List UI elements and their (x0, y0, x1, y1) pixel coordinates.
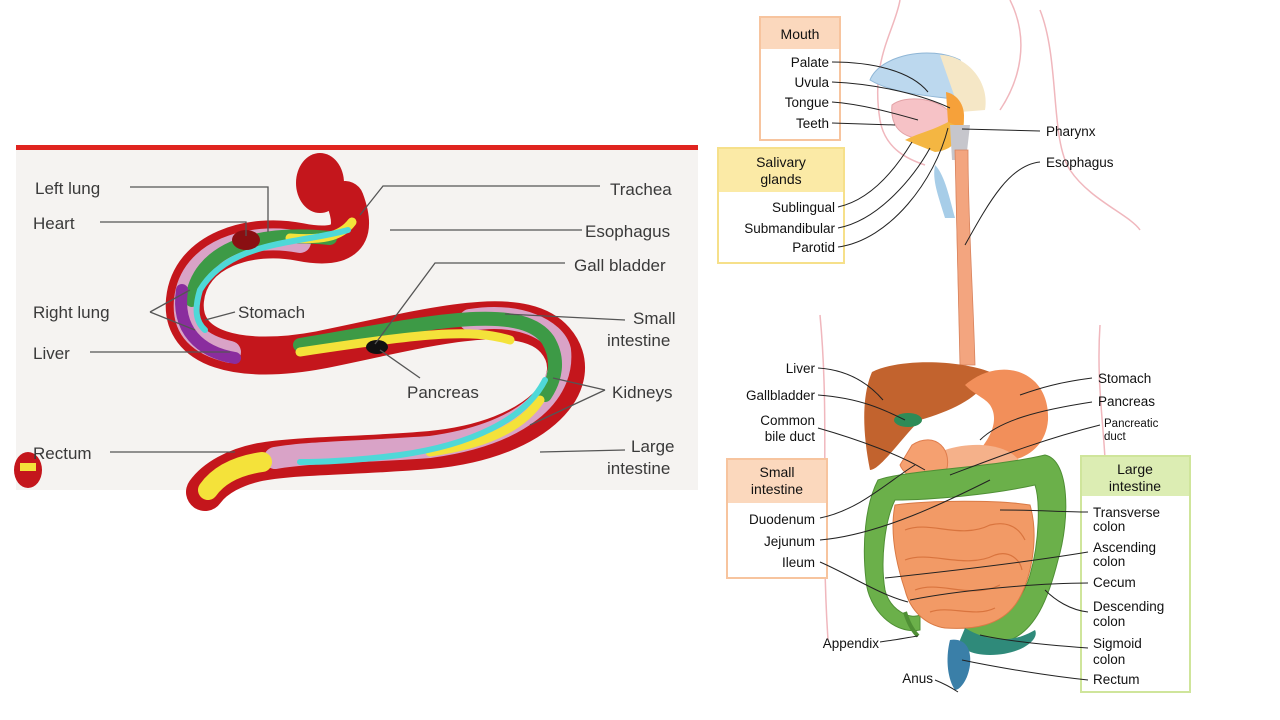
snake-label-kidneys: Kidneys (612, 383, 672, 402)
label-common-bile-duct-1: Common (760, 413, 815, 428)
label-sigmoid-colon-1: Sigmoid (1093, 636, 1142, 651)
label-ascending-colon-1: Ascending (1093, 540, 1156, 555)
snake-label-gall-bladder: Gall bladder (574, 256, 666, 275)
snake-label-small-intestine-2: intestine (607, 331, 670, 350)
label-esophagus: Esophagus (1046, 155, 1114, 170)
label-tongue: Tongue (785, 95, 829, 110)
mouth-box: Mouth (759, 16, 841, 141)
rectum-shape (947, 639, 971, 690)
salivary-header-1: Salivary (756, 154, 806, 170)
liver-shape (864, 362, 990, 470)
snake-label-small-intestine-1: Small (633, 309, 676, 328)
salivary-header-2: glands (760, 171, 801, 187)
snake-label-pancreas: Pancreas (407, 383, 479, 402)
nasal-area (940, 55, 986, 112)
snake-label-trachea: Trachea (610, 180, 672, 199)
label-pancreas: Pancreas (1098, 394, 1155, 409)
snake-panel-top-border (16, 145, 698, 150)
trachea-shape (934, 165, 955, 218)
snake-heart (232, 230, 260, 250)
snake-head (296, 153, 344, 213)
snake-tail-yellow (198, 452, 272, 500)
label-pancreatic-duct-1: Pancreatic (1104, 418, 1159, 430)
label-duodenum: Duodenum (749, 512, 815, 527)
gallbladder-shape (894, 413, 922, 427)
label-descending-colon-2: colon (1093, 614, 1125, 629)
human-digestive-diagram: Mouth Salivary glands Small intestine La… (717, 0, 1191, 693)
snake-label-right-lung: Right lung (33, 303, 110, 322)
snake-label-stomach: Stomach (238, 303, 305, 322)
snake-label-large-intestine-1: Large (631, 437, 674, 456)
label-palate: Palate (791, 55, 829, 70)
large-intestine-box: Large intestine (1080, 455, 1191, 693)
label-descending-colon-1: Descending (1093, 599, 1164, 614)
label-uvula: Uvula (794, 75, 829, 90)
label-transverse-colon-2: colon (1093, 519, 1125, 534)
label-liver: Liver (786, 361, 816, 376)
appendix-shape (903, 611, 920, 638)
label-transverse-colon-1: Transverse (1093, 505, 1160, 520)
large-intestine-header-1: Large (1117, 461, 1153, 477)
label-cecum: Cecum (1093, 575, 1136, 590)
snake-label-esophagus: Esophagus (585, 222, 670, 241)
label-teeth: Teeth (796, 116, 829, 131)
label-pancreatic-duct-2: duct (1104, 431, 1127, 443)
snake-tail-left-yellow (20, 463, 36, 471)
label-anus: Anus (902, 671, 933, 686)
label-sublingual: Sublingual (772, 200, 835, 215)
snake-label-liver: Liver (33, 344, 70, 363)
mouth-gland-orange (946, 92, 965, 128)
label-stomach: Stomach (1098, 371, 1151, 386)
human-leader-lines (817, 61, 1101, 693)
label-rectum: Rectum (1093, 672, 1140, 687)
salivary-box: Salivary glands (717, 147, 845, 264)
sigmoid-colon-shape (960, 628, 1036, 655)
snake-label-heart: Heart (33, 214, 75, 233)
label-ascending-colon-2: colon (1093, 554, 1125, 569)
small-intestine-header-1: Small (759, 464, 794, 480)
small-intestine-box: Small intestine (726, 458, 828, 579)
label-gallbladder: Gallbladder (746, 388, 816, 403)
label-sigmoid-colon-2: colon (1093, 652, 1125, 667)
snake-label-left-lung: Left lung (35, 179, 100, 198)
mouth-header: Mouth (781, 26, 820, 42)
small-intestine-header-2: intestine (751, 481, 803, 497)
snake-body-cyan (193, 227, 548, 465)
snake-label-large-intestine-2: intestine (607, 459, 670, 478)
snake-body-purple (175, 284, 241, 364)
label-ileum: Ileum (782, 555, 815, 570)
label-submandibular: Submandibular (744, 221, 835, 236)
snake-leader-lines (90, 185, 626, 453)
snake-label-rectum: Rectum (33, 444, 92, 463)
label-common-bile-duct-2: bile duct (765, 429, 816, 444)
snake-gall-bladder (366, 340, 388, 354)
label-parotid: Parotid (792, 240, 835, 255)
label-appendix: Appendix (823, 636, 880, 651)
large-intestine-header-2: intestine (1109, 478, 1161, 494)
esophagus-shape (954, 149, 976, 366)
label-jejunum: Jejunum (764, 534, 815, 549)
snake-anatomy-diagram: Left lung Heart Right lung Stomach Liver… (14, 145, 698, 511)
label-pharynx: Pharynx (1046, 124, 1096, 139)
